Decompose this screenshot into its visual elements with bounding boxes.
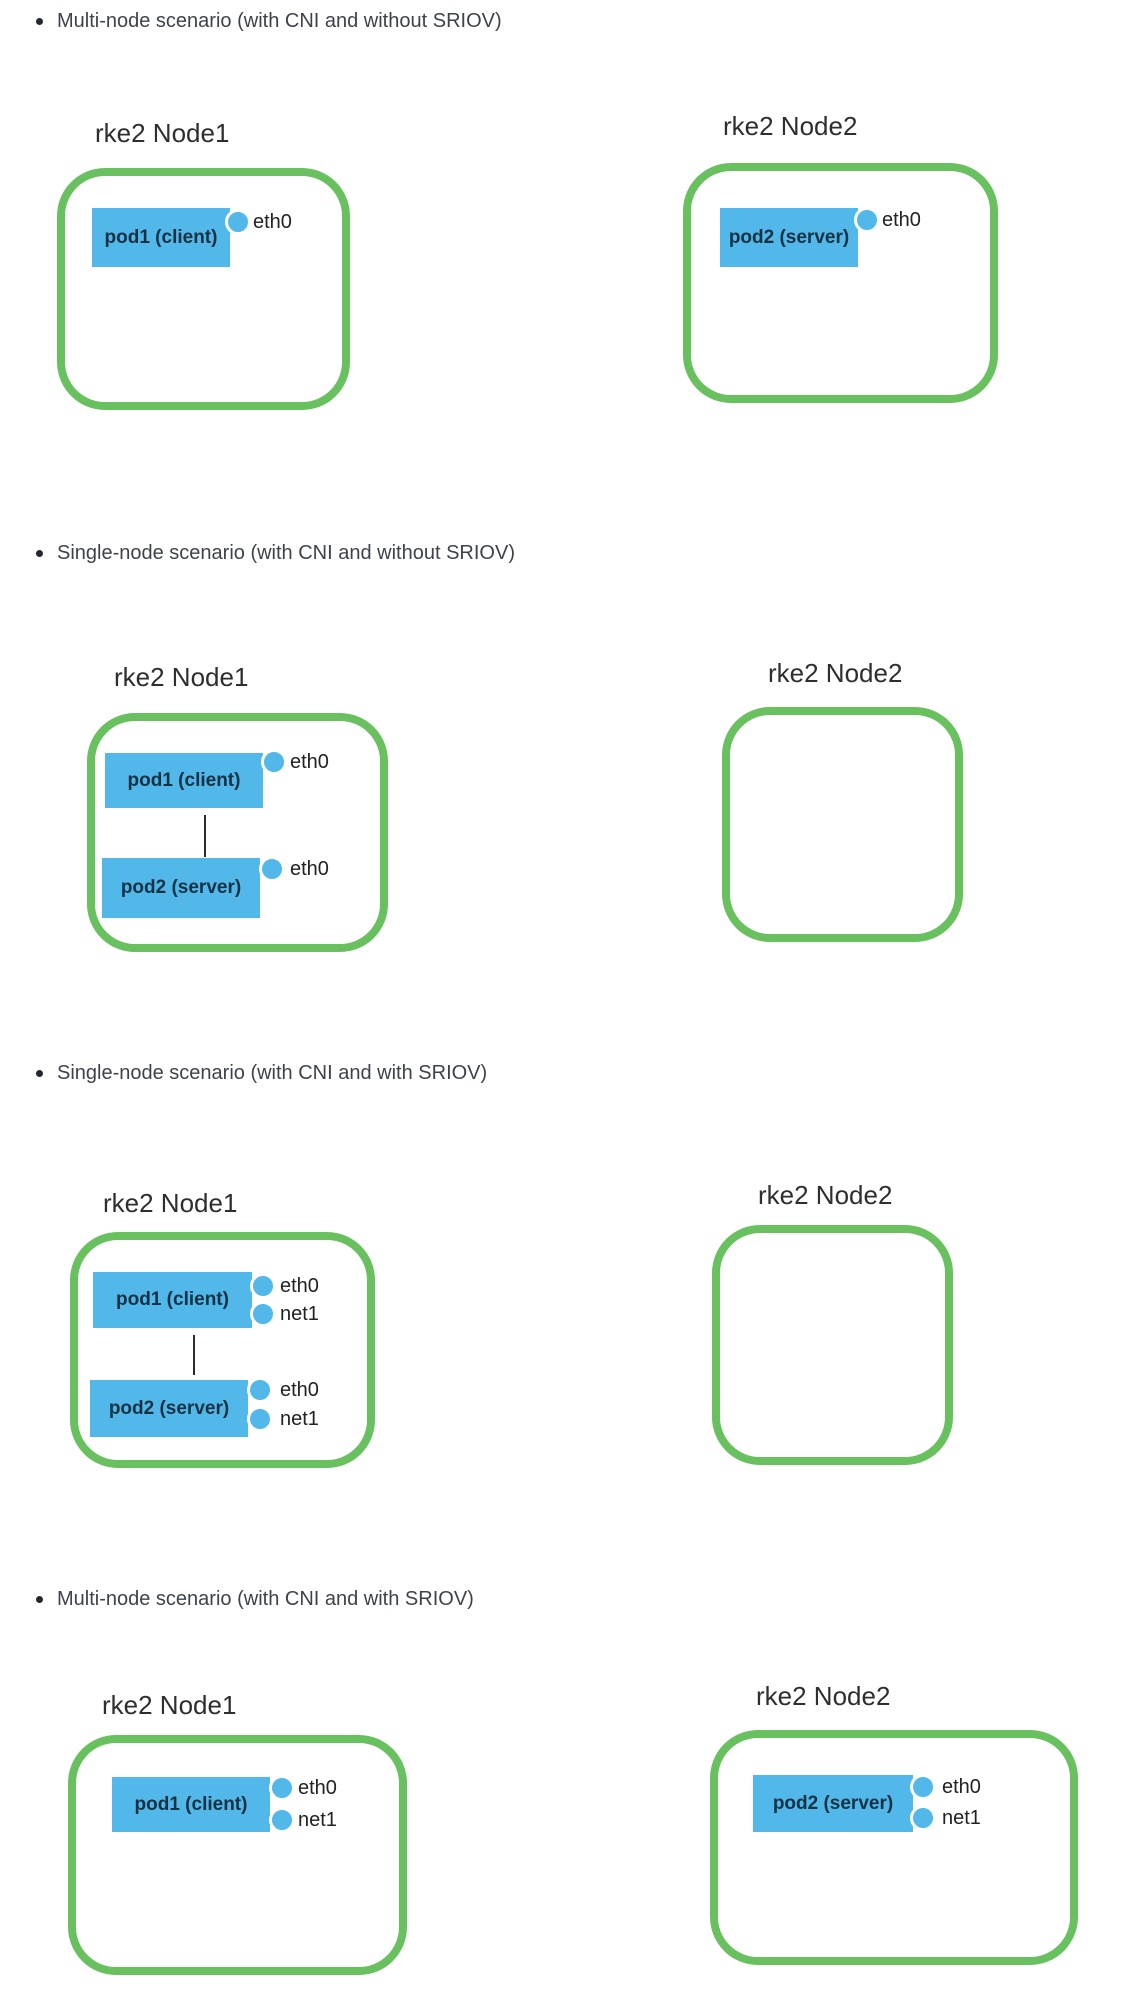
pod-connector-line [193, 1335, 195, 1375]
node-title: rke2 Node1 [114, 662, 249, 692]
port-label: net1 [298, 1809, 337, 1831]
port-dot-icon [269, 1775, 295, 1801]
bullet-icon [36, 1069, 43, 1077]
port-label: eth0 [280, 1275, 319, 1297]
port-label: eth0 [882, 209, 921, 231]
pod-label: pod2 (server) [728, 226, 850, 248]
pod-box: pod2 (server) [720, 208, 858, 267]
pod-label: pod1 (client) [104, 226, 218, 248]
node-title: rke2 Node1 [95, 118, 230, 148]
port-label: net1 [942, 1807, 981, 1829]
pod-label: pod1 (client) [116, 1289, 229, 1310]
node-title: rke2 Node2 [756, 1681, 891, 1711]
node-box [68, 1735, 407, 1975]
port-dot-icon [854, 207, 880, 233]
node-box [57, 168, 350, 410]
node-box [710, 1730, 1078, 1965]
scenario-heading: Single-node scenario (with CNI and witho… [36, 540, 515, 566]
port-dot-icon [910, 1805, 936, 1831]
bullet-icon [36, 17, 43, 25]
scenario-heading: Single-node scenario (with CNI and with … [36, 1060, 487, 1086]
port-label: eth0 [280, 1379, 319, 1401]
node-title: rke2 Node2 [723, 111, 858, 141]
scenario-heading: Multi-node scenario (with CNI and withou… [36, 8, 502, 34]
port-label: net1 [280, 1303, 319, 1325]
port-dot-icon [259, 856, 285, 882]
port-dot-icon [269, 1807, 295, 1833]
port-label: eth0 [290, 858, 329, 880]
node-box [722, 707, 963, 942]
port-label: eth0 [253, 211, 292, 233]
pod-box: pod1 (client) [92, 208, 230, 267]
scenario-heading-text: Single-node scenario (with CNI and with … [57, 1062, 488, 1084]
scenario-heading-text: Multi-node scenario (with CNI and withou… [57, 10, 502, 32]
port-dot-icon [261, 749, 287, 775]
port-label: eth0 [942, 1776, 981, 1798]
pod-label: pod2 (server) [108, 1397, 230, 1419]
pod-box: pod1 (client) [112, 1777, 270, 1832]
node-box [712, 1225, 953, 1465]
node-title: rke2 Node1 [103, 1188, 238, 1218]
pod-label: pod2 (server) [120, 877, 242, 898]
node-title: rke2 Node1 [102, 1690, 237, 1720]
scenario-heading-text: Single-node scenario (with CNI and witho… [57, 542, 515, 564]
port-dot-icon [910, 1774, 936, 1800]
node-box [683, 163, 998, 403]
pod-box: pod1 (client) [93, 1272, 252, 1328]
pod-box: pod2 (server) [102, 858, 260, 918]
node-title: rke2 Node2 [768, 658, 903, 688]
bullet-icon [36, 549, 43, 557]
pod-label: pod1 (client) [127, 769, 241, 791]
port-dot-icon [250, 1301, 276, 1327]
pod-box: pod2 (server) [90, 1380, 248, 1437]
port-label: net1 [280, 1408, 319, 1430]
pod-label: pod2 (server) [772, 1792, 894, 1814]
port-dot-icon [225, 209, 251, 235]
port-dot-icon [250, 1273, 276, 1299]
scenario-heading-text: Multi-node scenario (with CNI and with S… [57, 1588, 474, 1610]
port-label: eth0 [290, 751, 329, 773]
port-label: eth0 [298, 1777, 337, 1799]
pod-label: pod1 (client) [134, 1793, 248, 1815]
pod-box: pod1 (client) [105, 753, 263, 808]
pod-box: pod2 (server) [753, 1775, 913, 1832]
port-dot-icon [247, 1377, 273, 1403]
pod-connector-line [204, 815, 206, 857]
scenario-heading: Multi-node scenario (with CNI and with S… [36, 1586, 474, 1612]
node-title: rke2 Node2 [758, 1180, 893, 1210]
port-dot-icon [247, 1406, 273, 1432]
bullet-icon [36, 1595, 43, 1603]
